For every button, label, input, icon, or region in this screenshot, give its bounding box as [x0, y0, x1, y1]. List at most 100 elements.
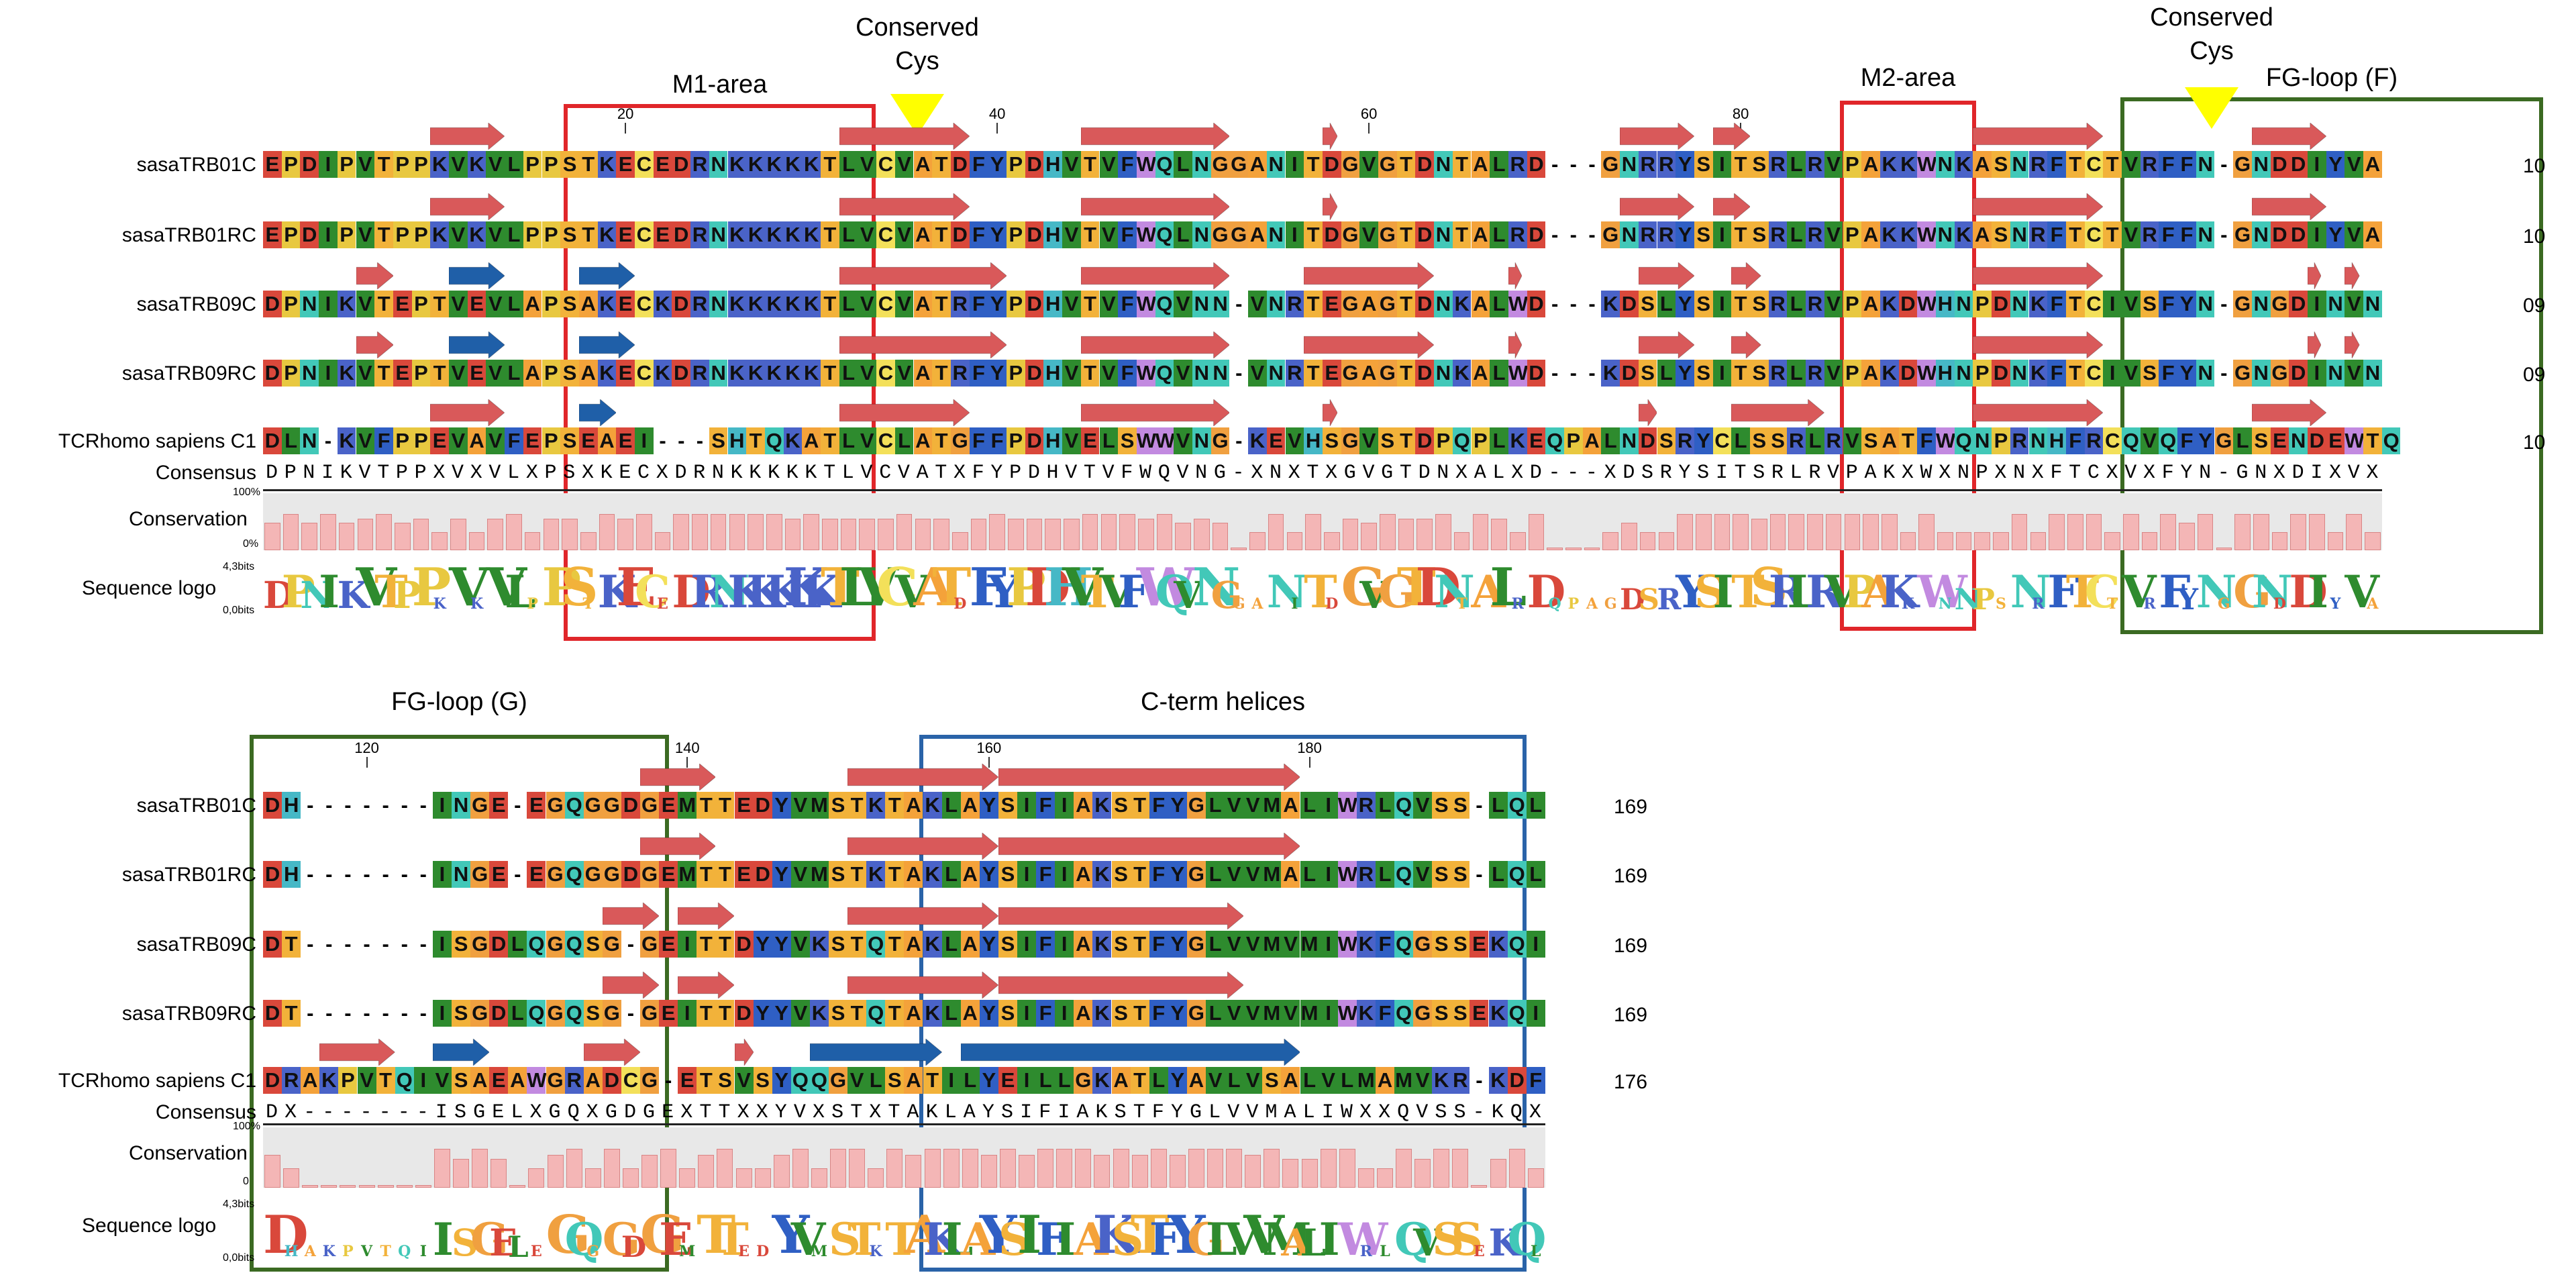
logo-glyph: L [839, 557, 876, 618]
residue-cell: T [847, 931, 867, 958]
residue-cell: Q [2159, 427, 2178, 454]
residue-cell: I [2308, 291, 2326, 317]
residue-cell: Y [979, 931, 998, 958]
residue-cell: P [411, 221, 431, 248]
logo-glyph: Q [1507, 1213, 1547, 1266]
residue-cell: R [2028, 221, 2048, 248]
residue-cell: V [1243, 931, 1263, 958]
logo-glyph: V [2345, 565, 2379, 618]
residue-cell: K [653, 360, 672, 387]
residue-cell: G [640, 1067, 660, 1094]
residue-cell: A [578, 360, 598, 387]
conservation-bar [1751, 519, 1767, 550]
residue-cell: I [1319, 792, 1338, 819]
residue-cell: E [653, 151, 672, 178]
logo-glyph: L [1206, 1213, 1237, 1266]
residue-cell: I [1712, 360, 1732, 387]
conservation-bar [1825, 513, 1842, 550]
residue-cell: P [523, 221, 542, 248]
residue-cell: K [2028, 360, 2048, 387]
logo-glyph: D [954, 595, 967, 613]
beta-strand-arrow-icon [839, 331, 1007, 358]
residue-cell: F [2159, 221, 2178, 248]
logo-glyph: I [1712, 565, 1734, 618]
conservation-bar [636, 513, 652, 550]
residue-cell: A [1281, 1067, 1300, 1094]
residue-cell: F [1036, 1000, 1055, 1027]
residue-cell: S [829, 1000, 848, 1027]
residue-cell: - [1588, 292, 1596, 315]
conservation-bar [543, 519, 560, 550]
position-tick-label: 120 [354, 739, 379, 756]
residue-cell: Y [988, 360, 1007, 387]
residue-cell: S [1750, 151, 1769, 178]
beta-strand-arrow-icon [1638, 331, 1694, 358]
residue-cell: V [356, 360, 375, 387]
logo-glyph: D [263, 1205, 309, 1266]
residue-cell: P [1007, 360, 1025, 387]
logo-glyph: E [531, 1243, 542, 1260]
conservation-bar [1788, 513, 1805, 550]
conservation-track [263, 493, 2382, 550]
residue-cell: F [1917, 427, 1936, 454]
residue-cell: T [1396, 221, 1416, 248]
residue-cell: A [1248, 221, 1267, 248]
position-tick-mark [366, 757, 368, 768]
residue-cell: Q [809, 1067, 829, 1094]
residue-cell: Y [979, 861, 998, 888]
logo-glyph: K [869, 1243, 882, 1260]
residue-cell: N [1266, 291, 1286, 317]
beta-strand-arrow-icon [2345, 262, 2360, 289]
residue-cell: H [1043, 151, 1063, 178]
residue-cell: N [2251, 360, 2271, 387]
residue-cell: P [393, 151, 412, 178]
logo-glyph: Y [988, 565, 1020, 618]
residue-cell: T [1731, 360, 1750, 387]
residue-cell: - [1235, 361, 1243, 385]
residue-cell: F [1118, 360, 1137, 387]
conservation-bar [1282, 1158, 1299, 1188]
residue-cell: F [969, 221, 988, 248]
residue-cell: S [998, 1000, 1017, 1027]
residue-cell: K [923, 931, 942, 958]
residue-cell: G [1601, 221, 1620, 248]
residue-cell: G [1378, 151, 1397, 178]
position-tick-mark [686, 757, 688, 768]
residue-cell: P [411, 360, 431, 387]
conservation-bar [1453, 531, 1470, 550]
logo-glyph: D [263, 574, 295, 617]
conservation-bar [1639, 531, 1656, 550]
residue-cell: L [1206, 931, 1225, 958]
residue-cell: - [401, 1001, 408, 1025]
residue-cell: W [1337, 1000, 1357, 1027]
residue-cell: L [894, 427, 914, 454]
conservation-bar [377, 1184, 394, 1188]
residue-cell: T [923, 1067, 942, 1094]
residue-cell: T [282, 1000, 301, 1027]
residue-cell: Y [1676, 360, 1694, 387]
conservation-bar [1380, 513, 1396, 550]
residue-cell: T [1080, 151, 1100, 178]
residue-cell: S [1451, 1000, 1470, 1027]
residue-cell: D [1025, 360, 1044, 387]
residue-cell: M [1262, 1000, 1282, 1027]
residue-cell: Q [1394, 931, 1414, 958]
logo-glyph: K [764, 565, 804, 618]
row-end-position: 10 [2523, 155, 2546, 177]
beta-strand-arrow-icon [839, 193, 970, 220]
residue-cell: V [1243, 1000, 1263, 1027]
beta-strand-arrow-icon [839, 399, 970, 426]
position-tick-label: 60 [1360, 105, 1378, 122]
residue-cell: N [2028, 427, 2048, 454]
conservation-bar [970, 519, 987, 550]
row-name-label: sasaTRB01C [136, 795, 256, 817]
conservation-bar [754, 1168, 771, 1188]
residue-cell: T [746, 427, 765, 454]
residue-cell: V [1225, 861, 1244, 888]
residue-cell: N [300, 427, 319, 454]
residue-cell: K [1092, 861, 1112, 888]
logo-glyph: D [1620, 582, 1645, 617]
residue-cell: F [1149, 861, 1168, 888]
beta-strand-arrow-icon [847, 764, 998, 790]
residue-cell: N [1973, 427, 1992, 454]
